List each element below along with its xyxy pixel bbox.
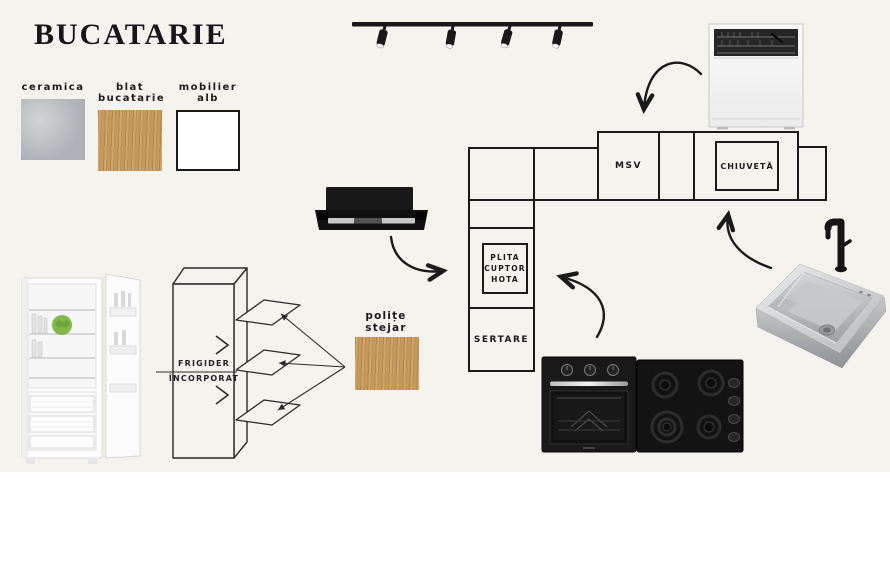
plan-cell-sertare: SERTARE <box>468 307 535 372</box>
plan-cell-narrow <box>658 131 695 201</box>
plita-label: PLITA CUPTOR HOTA <box>484 253 526 284</box>
plan-cell-right-end <box>797 146 827 201</box>
sertare-label: SERTARE <box>473 334 530 345</box>
range-hood-image <box>315 187 428 230</box>
plan-cell-msv: MSV <box>597 131 660 201</box>
plan-cell-corner <box>468 147 535 201</box>
oven-glass-reflections <box>557 397 621 432</box>
plan-cell-small <box>468 199 535 229</box>
cabinet-front-face <box>172 283 235 459</box>
oak-shelf-swatch <box>355 337 419 390</box>
plan-cell-chiuveta: CHIUVETĂ <box>693 131 799 201</box>
msv-label: MSV <box>615 161 642 171</box>
plita-box: PLITA CUPTOR HOTA <box>482 243 528 294</box>
fridge-open-door <box>105 273 141 459</box>
material-block-blat: blat bucatarie <box>98 82 166 171</box>
cabinet-top-face <box>172 267 248 285</box>
oven-handle <box>550 381 628 386</box>
dishwasher-rack-window <box>714 29 798 56</box>
wood-countertop-swatch <box>98 110 162 171</box>
material-label-mobilier: mobilier alb <box>178 82 238 104</box>
fridge-bottles <box>31 313 48 358</box>
material-block-ceramica: ceramica <box>21 82 85 160</box>
hob-knobs <box>728 378 740 442</box>
shelf-leader-lines <box>277 313 346 411</box>
dishwasher-image <box>708 23 804 130</box>
plan-cell-plita: PLITA CUPTOR HOTA <box>468 227 535 309</box>
chiuveta-label: CHIUVETĂ <box>720 161 774 171</box>
fridge-note-line1: FRIGIDER <box>177 359 230 368</box>
oak-shelves-label: polițe stejar <box>365 310 407 334</box>
material-block-mobilier: mobilier alb <box>176 82 240 171</box>
track-bar <box>352 22 593 27</box>
cabinet-drawing <box>156 267 346 459</box>
gas-hob-image <box>636 359 744 453</box>
page-title: BUCATARIE <box>34 18 228 51</box>
material-label-ceramica: ceramica <box>21 82 85 93</box>
plan-cell-base-2 <box>533 147 599 201</box>
track-spotlights <box>376 25 563 49</box>
fridge-image <box>21 273 141 464</box>
dishwasher-spray-arm <box>770 32 784 44</box>
cabinet-chevrons <box>215 335 230 405</box>
ceramic-swatch <box>21 99 85 160</box>
track-light-image <box>352 22 593 49</box>
sink-image <box>755 218 887 369</box>
oven-knobs <box>561 364 619 376</box>
material-label-blat: blat bucatarie <box>98 82 166 104</box>
faucet <box>824 218 852 273</box>
white-furniture-swatch <box>176 110 240 171</box>
chiuveta-box: CHIUVETĂ <box>715 141 779 191</box>
fridge-note-line2: ÎNCORPORAT <box>168 374 240 383</box>
oven-image <box>541 356 637 453</box>
hob-burners <box>650 369 725 444</box>
